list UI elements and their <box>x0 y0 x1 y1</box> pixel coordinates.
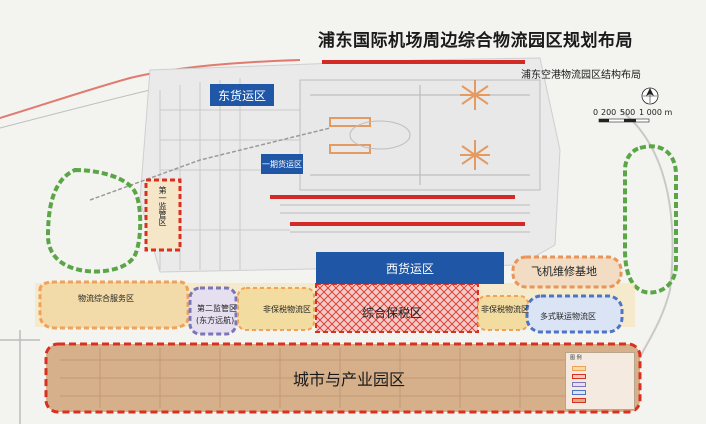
first-customs-zone <box>144 178 182 252</box>
multimodal-zone <box>525 294 624 334</box>
rail-line <box>89 127 331 201</box>
terminal-complex <box>299 79 541 191</box>
non-bonded-east-zone <box>477 295 529 331</box>
multimodal-label: 多式联运物流区 <box>540 312 596 321</box>
legend-swatch-4 <box>572 390 586 395</box>
west-roads <box>0 330 40 424</box>
first-customs-label: 第一监管区 <box>158 186 167 226</box>
legend-swatch-1 <box>572 366 586 371</box>
scale-label-200: 200 <box>601 108 617 117</box>
comprehensive-bonded-zone <box>315 283 479 333</box>
green-boundary-west <box>45 167 143 274</box>
logistics-service-zone <box>38 280 190 330</box>
phase1-cargo-label: 一期货运区 <box>261 154 303 174</box>
scale-label-0: 0 <box>593 108 599 117</box>
legend-title: 图 例 <box>570 355 582 361</box>
west-cargo-label: 西货运区 <box>316 252 504 284</box>
map-subtitle: 浦东空港物流园区结构布局 <box>521 70 641 81</box>
second-customs-label-2: (东方远航) <box>196 316 235 325</box>
highway-north <box>0 59 301 119</box>
comprehensive-bonded-label: 综合保税区 <box>362 306 423 320</box>
scale-bar <box>598 118 650 123</box>
aircraft-maintenance-zone <box>511 255 623 289</box>
city-grid <box>60 348 630 408</box>
map-title: 浦东国际机场周边综合物流园区规划布局 <box>318 31 633 51</box>
taxiways <box>280 204 530 233</box>
legend-swatch-5 <box>572 398 586 403</box>
logistics-service-label: 物流综合服务区 <box>78 294 134 303</box>
second-customs-zone <box>188 286 238 336</box>
non-bonded-east-label: 非保税物流区 <box>481 305 529 314</box>
north-arrow-icon <box>641 87 659 105</box>
city-industry-label: 城市与产业园区 <box>293 370 406 389</box>
legend-panel: 图 例 <box>565 352 635 410</box>
non-bonded-west-label: 非保税物流区 <box>263 305 311 314</box>
green-boundary-east <box>623 144 678 295</box>
scale-label-1000: 1 000 m <box>639 108 673 117</box>
aircraft-maintenance-label: 飞机维修基地 <box>531 265 597 278</box>
scale-label-500: 500 <box>620 108 636 117</box>
second-customs-label-1: 第二监管区 <box>197 304 237 313</box>
non-bonded-west-zone <box>237 287 315 331</box>
road-east <box>619 109 674 381</box>
legend-swatch-3 <box>572 382 586 387</box>
legend-swatch-2 <box>572 374 586 379</box>
runways <box>270 60 525 226</box>
east-cargo-label: 东货运区 <box>210 84 274 106</box>
